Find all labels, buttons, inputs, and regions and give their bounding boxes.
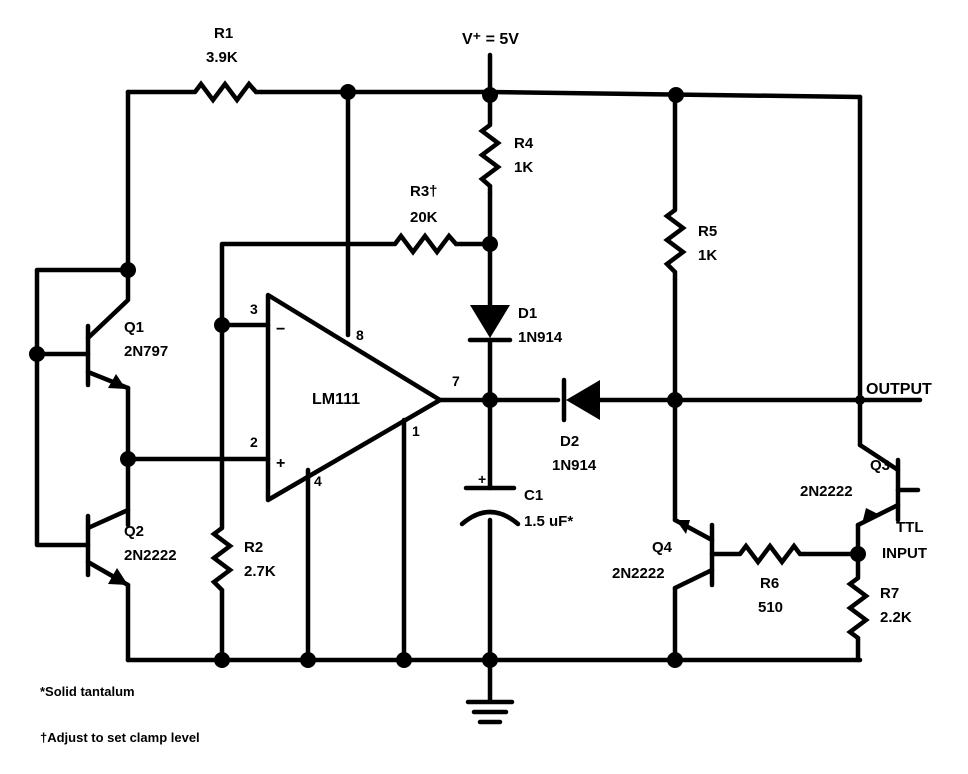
q4-value: 2N2222 [612, 565, 665, 582]
junction-dot [482, 236, 498, 252]
q3-ref: Q3 [870, 457, 890, 474]
output-label: OUTPUT [866, 381, 932, 398]
ttl-input-label-2: INPUT [882, 545, 927, 562]
resistor-r1: R1 3.9K [193, 25, 262, 104]
resistor-r3: R3† 20K [393, 183, 462, 256]
resistor-r5: R5 1K [663, 208, 717, 280]
junction-dots [29, 84, 866, 668]
r4-ref: R4 [514, 135, 534, 152]
junction-dot [120, 262, 136, 278]
pin-2-label: 2 [250, 434, 258, 450]
junction-dot [340, 84, 356, 100]
footnote-tantalum: *Solid tantalum [40, 684, 135, 699]
transistor-q3: Q3 2N2222 [800, 442, 921, 528]
q3-value: 2N2222 [800, 483, 853, 500]
junction-dot [482, 87, 498, 103]
r5-ref: R5 [698, 223, 717, 240]
junction-dot [668, 87, 684, 103]
q2-ref: Q2 [124, 523, 144, 540]
ttl-input-label-1: TTL [896, 519, 924, 536]
r2-ref: R2 [244, 539, 263, 556]
minus-sign: − [276, 321, 285, 338]
resistor-r4: R4 1K [478, 123, 534, 193]
junction-dot [482, 392, 498, 408]
q1-ref: Q1 [124, 319, 144, 336]
junction-dot [120, 451, 136, 467]
r6-ref: R6 [760, 575, 779, 592]
r7-value: 2.2K [880, 609, 912, 626]
q4-ref: Q4 [652, 539, 673, 556]
junction-dot [855, 395, 865, 405]
lm111-label: LM111 [312, 391, 360, 408]
q1-value: 2N797 [124, 343, 168, 360]
c1-ref: C1 [524, 487, 543, 504]
r4-value: 1K [514, 159, 533, 176]
junction-dot [396, 652, 412, 668]
junction-dot [29, 346, 45, 362]
transistor-q2: Q2 2N2222 [85, 507, 177, 588]
pin-3-label: 3 [250, 301, 258, 317]
junction-dot [850, 546, 866, 562]
resistor-r6: R6 510 [738, 542, 805, 616]
left-loop-wire [34, 267, 131, 548]
d2-value: 1N914 [552, 457, 597, 474]
r2-value: 2.7K [244, 563, 276, 580]
junction-dot [482, 652, 498, 668]
resistor-r7: R7 2.2K [846, 576, 912, 640]
r5-value: 1K [698, 247, 717, 264]
r3-ref: R3† [410, 183, 438, 200]
d1-value: 1N914 [518, 329, 563, 346]
r7-ref: R7 [880, 585, 899, 602]
comparator-triangle [265, 292, 443, 503]
r3-wire [219, 241, 493, 328]
junction-dot [667, 392, 683, 408]
r1-value: 3.9K [206, 49, 238, 66]
d2-ref: D2 [560, 433, 579, 450]
pin-7-label: 7 [452, 373, 460, 389]
r1-ref: R1 [214, 25, 233, 42]
d1-ref: D1 [518, 305, 537, 322]
ground-symbol [465, 699, 515, 725]
junction-dot [667, 652, 683, 668]
supply-label: V⁺ = 5V [462, 31, 519, 48]
wires [34, 52, 923, 703]
r6-value: 510 [758, 599, 783, 616]
plus-sign: + [276, 455, 285, 472]
pin-8-label: 8 [356, 327, 364, 343]
diode-d1: D1 1N914 [467, 305, 563, 346]
c1-value: 1.5 uF* [524, 513, 573, 530]
junction-dot [214, 652, 230, 668]
r3-value: 20K [410, 209, 438, 226]
pin-4-label: 4 [314, 473, 322, 489]
junction-dot [300, 652, 316, 668]
capacitor-c1: + C1 1.5 uF* [459, 471, 573, 530]
diode-d2: D2 1N914 [552, 377, 600, 474]
junction-dot [214, 317, 230, 333]
c1-polarity: + [478, 471, 486, 487]
resistor-r2: R2 2.7K [210, 526, 276, 596]
lm111-comparator: LM111 − + 3 2 8 7 4 1 [250, 292, 460, 503]
pin-1-label: 1 [412, 423, 420, 439]
q2-value: 2N2222 [124, 547, 177, 564]
footnote-clamp: †Adjust to set clamp level [40, 730, 200, 745]
transistor-q1: Q1 2N797 [85, 267, 168, 391]
transistor-q4: Q4 2N2222 [612, 517, 715, 591]
